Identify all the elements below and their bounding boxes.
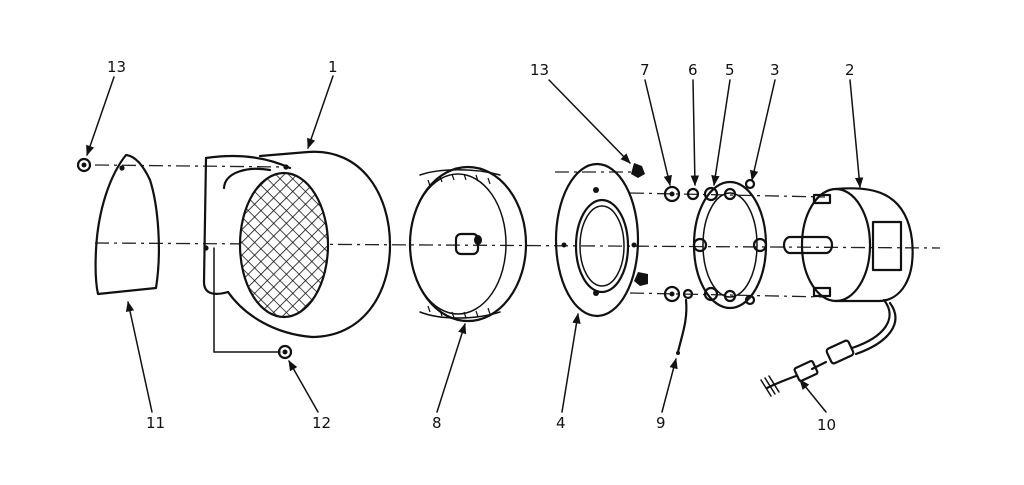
- lower-bracket-line: [213, 247, 281, 353]
- upper-screw-axis: [94, 164, 286, 168]
- callout-12: 12: [312, 414, 331, 432]
- callout-10: 10: [817, 416, 836, 434]
- part-10-plug: [760, 339, 855, 397]
- callout-11: 11: [146, 414, 165, 432]
- callout-7: 7: [640, 61, 650, 79]
- part-13-screw-right: [631, 163, 648, 286]
- callout-4: 4: [556, 414, 566, 432]
- part-7-nuts: [663, 185, 681, 303]
- part-9-wire: [676, 298, 688, 355]
- part-8-fan-wheel: [408, 165, 528, 323]
- part-4-mounting-plate: [554, 162, 640, 318]
- callout-9: 9: [656, 414, 666, 432]
- part-1-blower-housing: [202, 150, 392, 339]
- leader-lines: [86, 75, 864, 413]
- part-11-cover-plate: [94, 153, 160, 296]
- part-6-washers: [682, 187, 700, 300]
- callout-13-left: 13: [107, 58, 126, 76]
- callout-5: 5: [725, 61, 735, 79]
- callout-2: 2: [845, 61, 855, 79]
- lower-nut-axis: [629, 292, 826, 298]
- callout-13-right: 13: [530, 61, 549, 79]
- part-2-motor: [782, 187, 914, 356]
- callout-1: 1: [328, 58, 338, 76]
- part-3-bracket-ring: [692, 178, 768, 310]
- callout-3: 3: [770, 61, 780, 79]
- callout-6: 6: [688, 61, 698, 79]
- part-13-screw-left: [76, 157, 92, 173]
- upper-nut-axis: [629, 192, 826, 198]
- center-axis: [94, 242, 941, 249]
- callout-labels: 13 1 13 7 6 5 3 2 11 12 8 4 9 10: [107, 58, 855, 434]
- part-12-screw: [277, 344, 293, 360]
- callout-8: 8: [432, 414, 442, 432]
